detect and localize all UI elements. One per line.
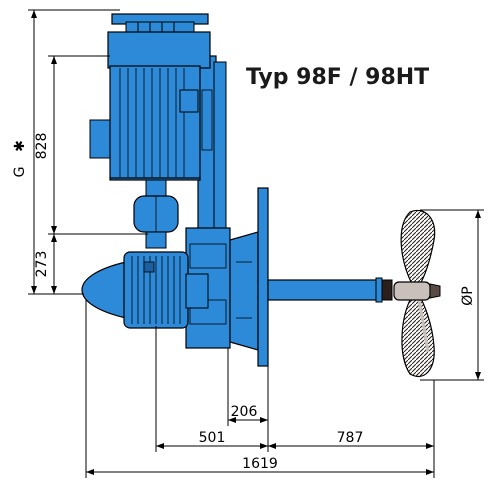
model-title: Typ 98F / 98HT (246, 65, 429, 90)
lower-height-label: 273 (34, 251, 50, 278)
motor-height-label: 828 (34, 133, 50, 160)
overall-height-marker: ✱ (12, 140, 28, 152)
propeller-shaft (267, 277, 393, 303)
total-length-label: 1619 (242, 456, 278, 472)
motor-top-cap (111, 13, 209, 33)
propeller (393, 209, 441, 377)
dimension-lines (28, 9, 484, 478)
flange-offset-label: 206 (231, 404, 258, 420)
propeller-diameter-label: ØP (460, 286, 476, 305)
mounting-flange (257, 187, 269, 367)
gear-unit (81, 251, 209, 329)
support-column (197, 55, 227, 235)
overall-height-label: G (12, 167, 28, 178)
coupling (133, 179, 179, 249)
gear-length-label: 501 (199, 430, 226, 446)
electric-motor (89, 31, 211, 181)
shaft-length-label: 787 (337, 430, 364, 446)
dimension-arrows (31, 10, 481, 475)
